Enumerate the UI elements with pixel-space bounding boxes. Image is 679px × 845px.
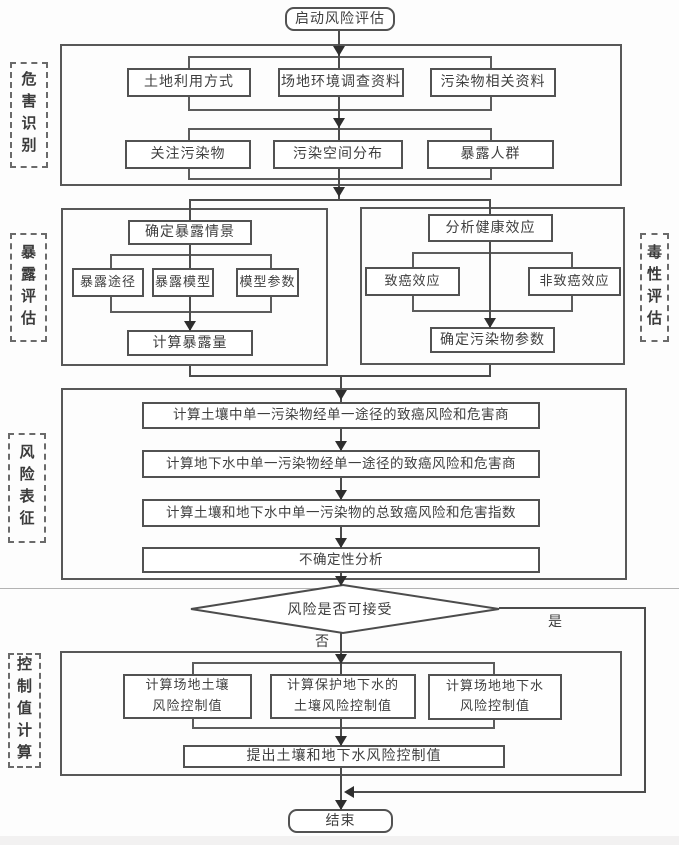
section-exposure-assessment [61, 208, 328, 366]
node-text-line: 土壤风险控制值 [293, 698, 392, 714]
arrowhead-left [344, 786, 354, 798]
node-site-survey-data: 场地环境调查资料 [278, 68, 404, 97]
node-soil-single-risk: 计算土壤中单一污染物经单一途径的致癌风险和危害商 [142, 402, 540, 429]
connector-line [340, 718, 342, 746]
node-exposure-pathway: 暴露途径 [72, 268, 144, 297]
node-groundwater-protect-soil-control-value: 计算保护地下水的 土壤风险控制值 [270, 674, 416, 719]
connector-line [489, 365, 491, 377]
side-label-control-value-calculation: 控制值计算 [8, 653, 41, 768]
arrowhead-down [484, 318, 496, 328]
node-pollution-distribution: 污染空间分布 [273, 140, 403, 169]
node-pollutant-parameters: 确定污染物参数 [430, 327, 555, 353]
decision-risk-acceptable: 风险是否可接受 [287, 602, 393, 618]
node-uncertainty-analysis: 不确定性分析 [142, 547, 540, 573]
node-exposed-population: 暴露人群 [427, 140, 554, 169]
arrowhead-down [333, 118, 345, 128]
node-groundwater-single-risk: 计算地下水中单一污染物经单一途径的致癌风险和危害商 [142, 450, 540, 478]
node-site-groundwater-control-value: 计算场地地下水 风险控制值 [428, 674, 562, 720]
label-yes: 是 [548, 614, 563, 630]
arrowhead-down [333, 46, 345, 56]
connector-line [340, 768, 342, 810]
side-label-toxicity-assessment: 毒性评估 [640, 233, 669, 342]
arrowhead-down [335, 800, 347, 810]
node-end: 结束 [288, 809, 393, 833]
node-text-line: 计算保护地下水的 [286, 678, 399, 694]
arrowhead-down [335, 576, 347, 586]
connector-line [340, 527, 342, 548]
node-text-line: 计算场地土壤 [145, 678, 230, 694]
side-label-risk-characterization: 风险表征 [8, 433, 46, 543]
side-label-hazard-identification: 危害识别 [10, 62, 48, 168]
side-label-exposure-assessment: 暴露评估 [10, 233, 47, 342]
connector-line [189, 366, 191, 377]
section-hazard-identification [60, 44, 622, 186]
arrowhead-down [335, 654, 347, 664]
arrowhead-down [184, 321, 196, 331]
node-exposure-model: 暴露模型 [152, 268, 214, 297]
node-total-risk: 计算土壤和地下水中单一污染物的总致癌风险和危害指数 [142, 499, 540, 527]
node-model-parameters: 模型参数 [236, 268, 299, 297]
node-non-carcinogenic-effect: 非致癌效应 [528, 267, 621, 296]
node-exposure-scenario: 确定暴露情景 [128, 220, 252, 245]
node-land-use: 土地利用方式 [127, 68, 251, 97]
connector-line [189, 199, 491, 201]
connector-line [189, 199, 191, 222]
connector-line [499, 607, 646, 609]
node-text-line: 计算场地地下水 [445, 678, 544, 694]
bottom-band [0, 836, 679, 845]
connector-line [338, 31, 340, 200]
arrowhead-down [333, 187, 345, 197]
node-calc-exposure-dose: 计算暴露量 [127, 330, 253, 356]
connector-line [644, 607, 646, 793]
section-toxicity-assessment [360, 207, 625, 365]
arrowhead-down [335, 490, 347, 500]
connector-line [340, 478, 342, 500]
node-propose-control-values: 提出土壤和地下水风险控制值 [183, 745, 505, 768]
arrowhead-down [335, 441, 347, 451]
connector-line [340, 375, 342, 403]
node-start: 启动风险评估 [285, 7, 395, 31]
connector-line [352, 791, 645, 793]
arrowhead-down [335, 390, 347, 400]
node-text-line: 风险控制值 [152, 698, 223, 714]
decision-diamond [190, 583, 500, 635]
node-health-effects: 分析健康效应 [428, 214, 553, 242]
connector-line [340, 429, 342, 451]
node-site-soil-control-value: 计算场地土壤 风险控制值 [123, 674, 252, 719]
node-target-pollutants: 关注污染物 [125, 140, 251, 169]
node-pollutant-data: 污染物相关资料 [430, 68, 556, 97]
arrowhead-down [335, 736, 347, 746]
connector-line [489, 242, 491, 328]
node-text-line: 风险控制值 [459, 699, 530, 714]
arrowhead-down [335, 538, 347, 548]
connector-line [489, 199, 491, 216]
node-carcinogenic-effect: 致癌效应 [365, 267, 460, 296]
label-no: 否 [315, 634, 330, 650]
